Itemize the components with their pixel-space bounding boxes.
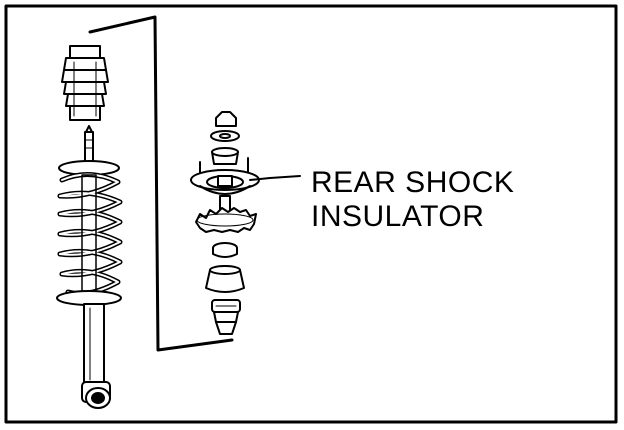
dust-boot: [61, 45, 109, 121]
shock-tube: [83, 303, 105, 385]
callout-label: REAR SHOCK INSULATOR: [311, 166, 514, 234]
top-nut: [215, 111, 237, 127]
upper-bushing: [211, 147, 239, 165]
lower-bushing: [205, 265, 245, 293]
exploded-parts-stack: [190, 111, 301, 335]
rear-shock-insulator: [190, 157, 260, 195]
lower-spring-seat: [56, 290, 122, 306]
callout-line-2: INSULATOR: [311, 200, 485, 233]
callout-line-1: REAR SHOCK: [311, 166, 515, 199]
lower-mount-eye: [81, 381, 111, 409]
callout-leader: [249, 175, 301, 181]
bump-stop: [211, 299, 241, 335]
piston-rod-top: [84, 125, 94, 163]
lower-washer: [212, 242, 238, 258]
diagram-border: [4, 4, 618, 424]
toothed-spring-seat: [195, 195, 257, 233]
shock-absorber-assembly: [56, 45, 123, 409]
connector-line: [88, 15, 234, 352]
